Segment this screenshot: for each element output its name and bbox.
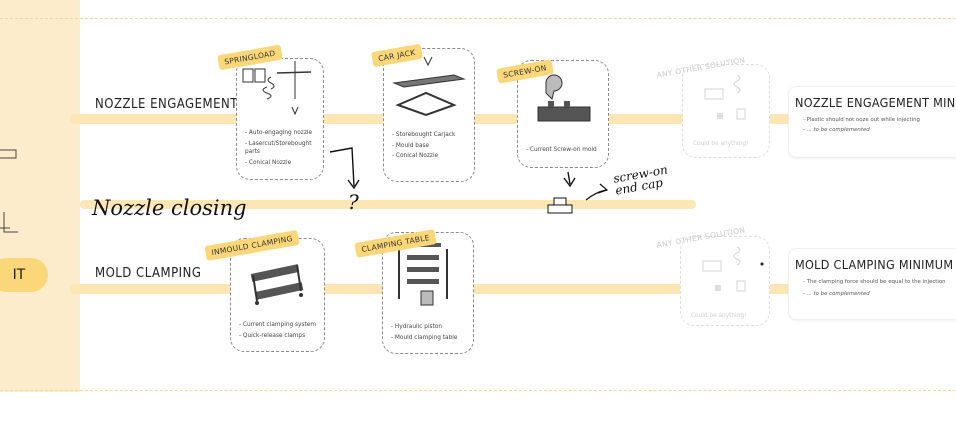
lane-label-mold-clamping: MOLD CLAMPING [95,266,202,281]
bullet: - Current Screw-on mold [526,147,597,153]
car-jack-sketch-icon [392,56,466,117]
bullet: - Storebought Carjack [392,132,456,138]
screw-on-sketch-icon [537,74,591,122]
spec-bullet: - Plastic should not ooze out while inje… [803,117,920,123]
card-springload[interactable]: - Auto-engaging nozzle - Lasercut/Storeb… [236,58,324,180]
bullet: - Mould clamping table [391,334,458,341]
card-screw-on[interactable]: - Current Screw-on mold [517,60,609,168]
springload-sketch-icon [242,61,312,116]
spec-bullet: - The clamping force should be equal to … [803,279,946,285]
card-inmould-clamping[interactable]: - Current clamping system - Quick-releas… [230,238,325,352]
sidebar-pill[interactable]: IT [0,258,48,292]
faded-note: Could be anything! [693,141,749,147]
any-other-sketch-icon-bottom [702,246,746,292]
top-dashed-border [0,18,956,19]
lane-label-nozzle-engagement: NOZZLE ENGAGEMENT [95,97,238,112]
bullet: - Lasercut/Storebought parts [245,140,312,156]
card-car-jack[interactable]: - Storebought Carjack - Mould base - Con… [383,48,475,182]
spec-bullet: - ... to be complemented [803,291,870,297]
handwritten-question-mark: ? [348,190,359,214]
spec-title-mold: MOLD CLAMPING MINIMUM SPECS [795,257,956,272]
card-clamping-table[interactable]: - Hydraulic piston - Mould clamping tabl… [382,232,474,354]
card-any-other-solution-top[interactable]: Could be anything! [682,64,770,158]
bullet: - Mould base [392,142,430,149]
bullet: - Quick-release clamps [239,332,306,339]
lane-bar-mold-clamping [70,284,956,294]
faded-note: Could be anything! [691,313,747,319]
lane-bar-nozzle-closing [80,200,696,209]
bullet: - Conical Nozzle [245,159,292,166]
spec-bullet: - ... to be complemented [803,127,870,133]
spec-title-nozzle: NOZZLE ENGAGEMENT MINIMUM [795,95,956,110]
bottom-dashed-border [0,390,956,391]
card-any-other-solution-bottom[interactable]: Could be anything! [680,236,770,326]
handwritten-nozzle-closing: Nozzle closing [92,196,247,220]
bullet: - Conical Nozzle [392,153,439,159]
bullet: - Auto-engaging nozzle [245,130,313,136]
sidebar-sketch-icon [0,149,18,233]
bullet: - Current clamping system [239,322,316,328]
any-other-sketch-icon [704,74,746,120]
left-sidebar-panel: IT [0,0,80,392]
inmould-clamping-sketch-icon [250,264,304,305]
spec-panel-nozzle[interactable]: NOZZLE ENGAGEMENT MINIMUM - Plastic shou… [788,86,956,158]
dot-icon [760,262,764,266]
spec-panel-mold[interactable]: MOLD CLAMPING MINIMUM SPECS - The clampi… [788,248,956,320]
lane-bar-nozzle-engagement [70,114,956,124]
sidebar-pill-label: IT [12,267,26,283]
bullet: - Hydraulic piston [391,324,443,330]
